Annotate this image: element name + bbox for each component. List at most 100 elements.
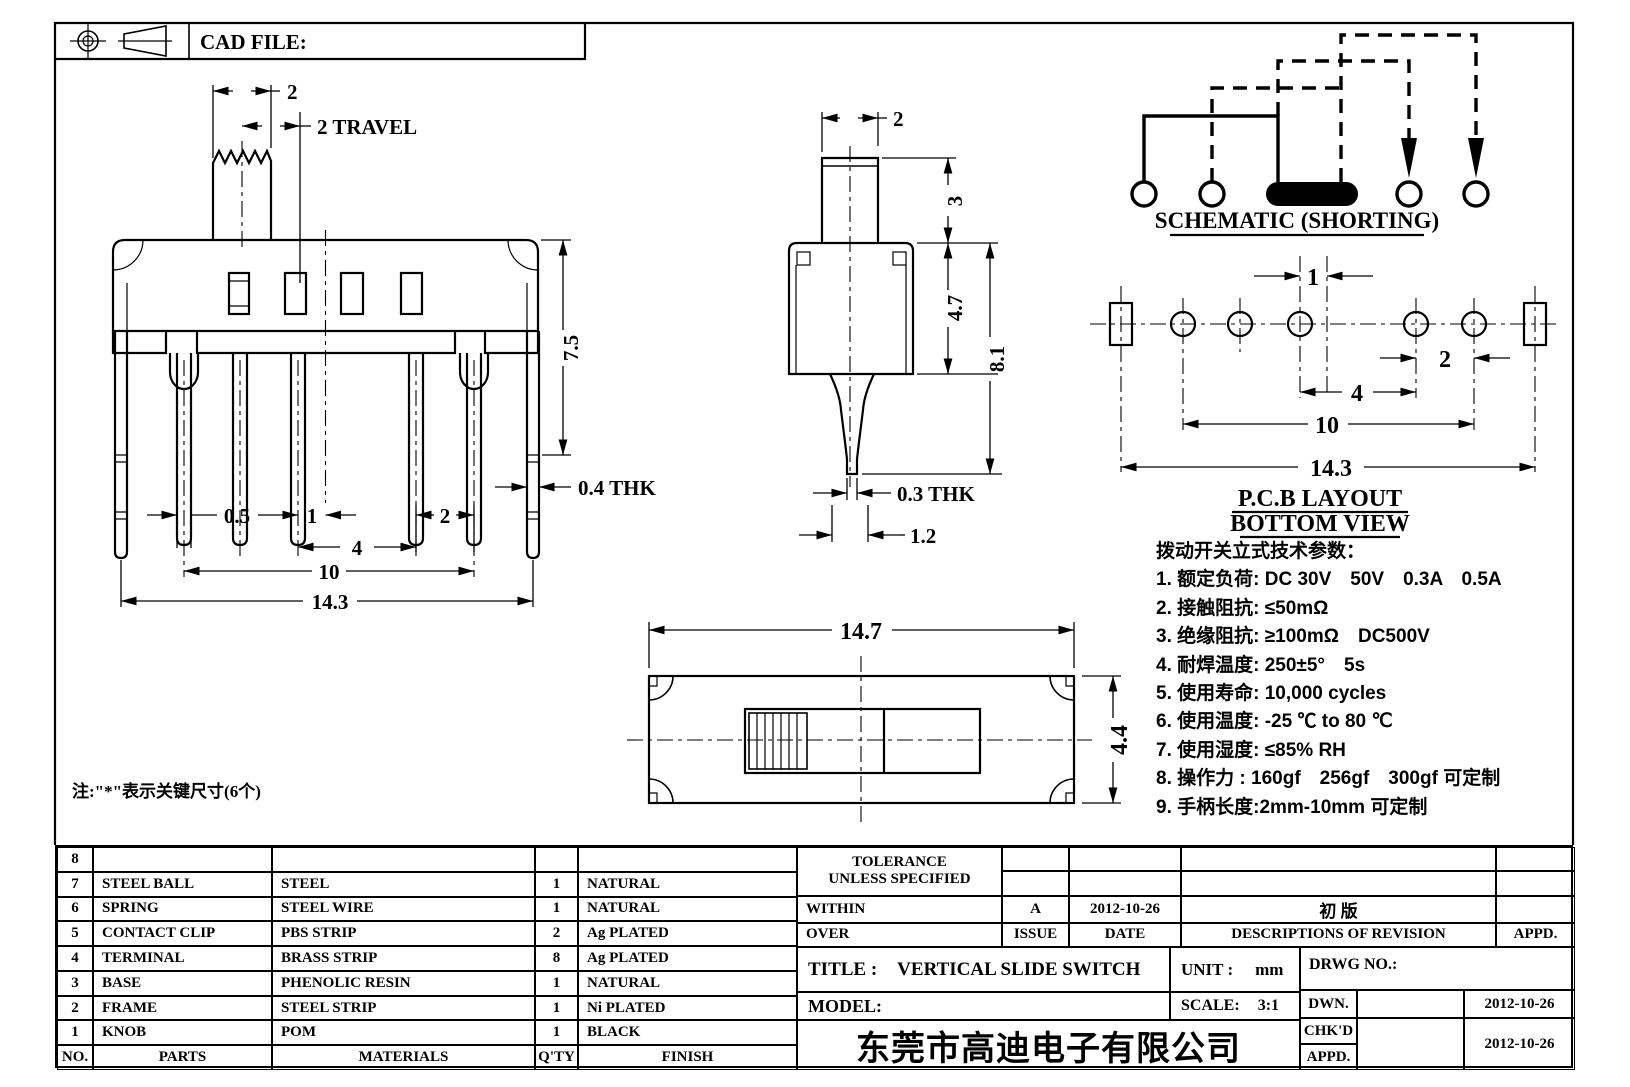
unit-label: UNIT :	[1181, 959, 1234, 979]
title-label: TITLE :	[808, 958, 878, 980]
part-name: BASE	[93, 970, 272, 996]
part-no: 8	[57, 847, 93, 872]
front-dim-ten: 10	[319, 560, 340, 584]
front-dim-overall: 14.3	[312, 590, 349, 614]
part-qty: 8	[535, 946, 578, 971]
front-dim-pin-width: 0.5	[224, 504, 250, 528]
spec-list: 拨动开关立式技术参数： 1. 额定负荷: DC 30V 50V 0.3A 0.5…	[1156, 538, 1576, 822]
part-finish: NATURAL	[578, 871, 797, 897]
spec-item: 6. 使用温度: -25 ℃ to 80 ℃	[1156, 711, 1393, 733]
unit-cell: UNIT : mm	[1170, 947, 1300, 992]
part-qty: 1	[535, 1020, 578, 1046]
top-dim-height: 4.4	[1107, 725, 1133, 755]
spec-item: 8. 操作力 : 160gf 256gf 300gf 可定制	[1156, 768, 1501, 790]
scale-cell: SCALE: 3:1	[1170, 992, 1300, 1020]
arrow-down-icon	[1401, 138, 1417, 178]
front-dim-two: 2	[440, 504, 451, 528]
title-table: 8 7 STEEL BALL STEEL 1 NATURAL 6 SPRING …	[55, 845, 1575, 1070]
side-dim-thk: 0.3 THK	[897, 482, 975, 506]
header-no: NO.	[57, 1045, 93, 1070]
part-material: STEEL WIRE	[272, 896, 535, 922]
pcb-title-line2: BOTTOM VIEW	[1230, 511, 1410, 537]
title-value: VERTICAL SLIDE SWITCH	[897, 958, 1141, 980]
pcb-dim-one: 1	[1307, 265, 1319, 291]
part-name: KNOB	[93, 1020, 272, 1046]
part-no: 7	[57, 871, 93, 897]
company-name: 东莞市高迪电子有限公司	[797, 1020, 1300, 1070]
empty-cell	[1357, 990, 1464, 1018]
scale-value: 3:1	[1257, 997, 1280, 1014]
side-view: 2 3 4.7 8.1 0.3 THK 1.2	[787, 107, 1009, 548]
drawing-canvas: CAD FILE:	[53, 21, 1575, 845]
spec-item: 3. 绝缘阻抗: ≥100mΩ DC500V	[1156, 626, 1430, 648]
part-finish: Ni PLATED	[578, 995, 797, 1021]
spec-item: 9. 手柄长度:2mm-10mm 可定制	[1156, 796, 1428, 818]
drwg-no-cell: DRWG NO.:	[1300, 947, 1575, 990]
empty-cell	[1069, 871, 1181, 896]
empty-cell	[1002, 847, 1069, 872]
key-dimension-note: 注:"*"表示关键尺寸(6个)	[72, 782, 261, 801]
appd-label: APPD.	[1300, 1044, 1357, 1070]
front-dim-knob-width: 2	[287, 80, 298, 104]
tolerance-line1: TOLERANCE	[852, 854, 947, 871]
pcb-layout: 1 2 4 10 14.3 P.C.B LAYOUT BOTTOM VIEW	[1090, 256, 1560, 539]
title-block: TITLE : VERTICAL SLIDE SWITCH UNIT : mm …	[797, 947, 1575, 1070]
side-dim-total-h: 8.1	[985, 346, 1009, 372]
sheet-border	[53, 21, 1575, 845]
top-dim-width: 14.7	[840, 619, 882, 645]
part-material: POM	[272, 1020, 535, 1046]
pcb-dim-two: 2	[1439, 347, 1451, 373]
front-dim-thk: 0.4 THK	[578, 476, 656, 500]
part-material: STEEL STRIP	[272, 995, 535, 1021]
revision-description: 初 版	[1181, 895, 1496, 923]
header-materials: MATERIALS	[272, 1045, 535, 1070]
schematic-title: SCHEMATIC (SHORTING)	[1155, 208, 1439, 233]
spec-item: 5. 使用寿命: 10,000 cycles	[1156, 682, 1387, 704]
tolerance-cell: TOLERANCE UNLESS SPECIFIED	[797, 847, 1002, 896]
part-qty	[535, 847, 578, 872]
model-cell: MODEL:	[797, 992, 1170, 1020]
date-label: DATE	[1069, 922, 1181, 947]
part-name: FRAME	[93, 995, 272, 1021]
part-material: BRASS STRIP	[272, 946, 535, 971]
cad-file-box: CAD FILE:	[55, 23, 587, 61]
part-material: PBS STRIP	[272, 921, 535, 947]
top-view: 14.7 4.4	[627, 619, 1133, 823]
revision-block: TOLERANCE UNLESS SPECIFIED WITHIN A 2012…	[797, 847, 1575, 947]
pcb-dim-four: 4	[1351, 381, 1363, 407]
empty-cell	[1496, 871, 1575, 896]
part-material: PHENOLIC RESIN	[272, 970, 535, 996]
over-label: OVER	[797, 922, 1002, 947]
pcb-title-line1: P.C.B LAYOUT	[1238, 486, 1402, 512]
header-qty: Q'TY	[535, 1045, 578, 1070]
part-qty: 2	[535, 921, 578, 947]
unit-value: mm	[1255, 959, 1284, 979]
part-material: STEEL	[272, 871, 535, 897]
empty-cell	[1002, 871, 1069, 896]
part-finish: Ag PLATED	[578, 921, 797, 947]
front-dim-four: 4	[352, 536, 363, 560]
part-no: 6	[57, 896, 93, 922]
part-qty: 1	[535, 970, 578, 996]
revision-date: 2012-10-26	[1069, 895, 1181, 923]
spec-item: 2. 接触阻抗: ≤50mΩ	[1156, 597, 1329, 619]
arrow-down-icon	[1468, 138, 1484, 178]
part-no: 5	[57, 921, 93, 947]
front-view: 2 2 TRAVEL 7.5 0.4 THK 0.5 1 2 4	[111, 80, 656, 614]
empty-cell	[1357, 1018, 1464, 1070]
issue-value: A	[1002, 895, 1069, 923]
within-label: WITHIN	[797, 895, 1002, 923]
side-dim-tip: 1.2	[910, 524, 936, 548]
part-no: 4	[57, 946, 93, 971]
issue-label: ISSUE	[1002, 922, 1069, 947]
header-finish: FINISH	[578, 1045, 797, 1070]
part-finish	[578, 847, 797, 872]
dwn-label: DWN.	[1300, 990, 1357, 1018]
title-cell: TITLE : VERTICAL SLIDE SWITCH	[797, 947, 1170, 992]
spec-item: 4. 耐焊温度: 250±5° 5s	[1156, 654, 1366, 676]
schematic: SCHEMATIC (SHORTING)	[1130, 33, 1490, 237]
chkd-date: 2012-10-26	[1464, 1018, 1575, 1070]
shorting-contact	[1266, 182, 1358, 206]
part-name: TERMINAL	[93, 946, 272, 971]
